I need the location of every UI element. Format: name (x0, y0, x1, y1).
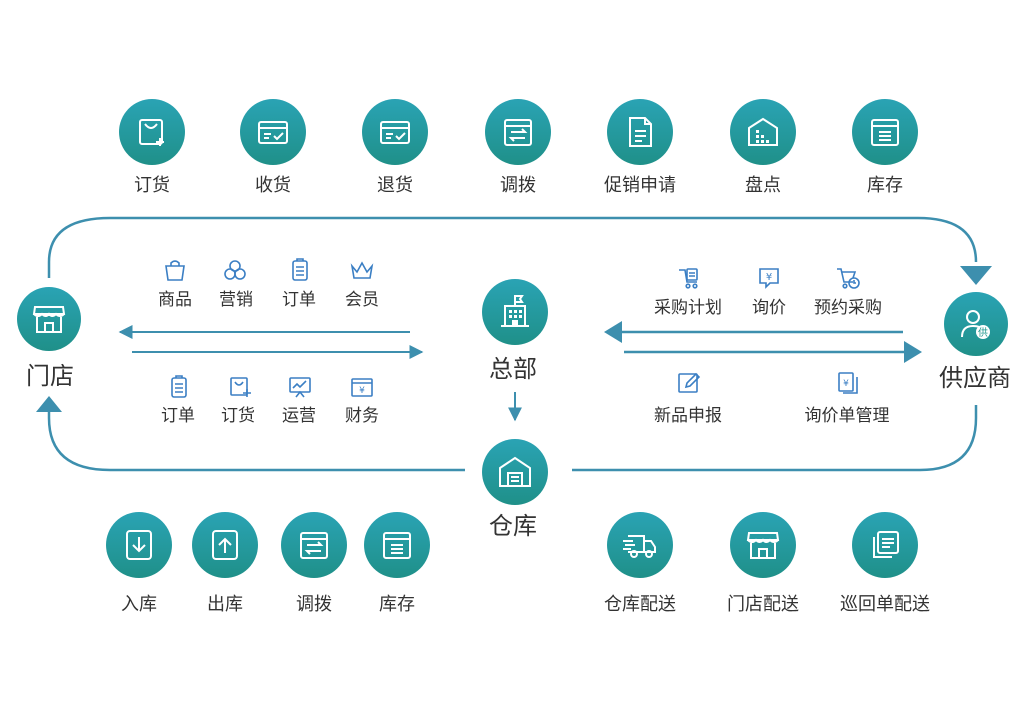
stocktake-circle[interactable] (730, 99, 796, 165)
inventory-bottom-label: 库存 (379, 594, 415, 615)
warehouse-delivery-label: 仓库配送 (604, 594, 676, 615)
outbound-icon (212, 530, 238, 560)
promotion-apply-circle[interactable] (607, 99, 673, 165)
store-delivery-circle[interactable] (730, 512, 796, 578)
outbound-circle[interactable] (192, 512, 258, 578)
warehouse-grid-icon (748, 117, 778, 146)
loop-bottom-arrowhead (36, 396, 62, 412)
store-node-circle[interactable] (17, 287, 81, 351)
order-bottom-label: 订单 (161, 406, 195, 426)
marketing-label: 营销 (219, 290, 253, 310)
transfer-bottom-label: 调拨 (296, 594, 332, 615)
finance-icon: ¥ (349, 375, 375, 399)
finance-label: 财务 (345, 406, 379, 426)
purchase-plan-icon (675, 266, 701, 290)
inbound-label: 入库 (121, 594, 157, 615)
inbound-icon (126, 530, 152, 560)
loop-bottom-right-line (572, 405, 978, 472)
new-product-label: 新品申报 (654, 406, 722, 426)
outbound-label: 出库 (207, 594, 243, 615)
hq-node-label: 总部 (489, 355, 537, 383)
svg-text:¥: ¥ (843, 379, 849, 389)
cart-clock-icon (835, 266, 861, 290)
transfer-box-icon (504, 119, 532, 146)
receive-goods-label: 收货 (255, 175, 291, 196)
return-goods-label: 退货 (377, 175, 413, 196)
hq-node-circle[interactable] (482, 279, 548, 345)
warehouse-node-circle[interactable] (482, 439, 548, 505)
supplier-node-circle[interactable]: 供 (944, 292, 1008, 356)
receive-goods-circle[interactable] (240, 99, 306, 165)
marketing-circles-icon (222, 258, 248, 282)
svg-text:¥: ¥ (766, 272, 772, 283)
box-return-icon (380, 121, 410, 144)
document-icon (629, 117, 652, 147)
transfer-box-icon (300, 532, 328, 559)
loop-bottom-left-line (47, 410, 465, 472)
edit-icon (676, 371, 702, 395)
building-flag-icon (501, 295, 529, 327)
order-goods-circle[interactable] (119, 99, 185, 165)
loop-top-arrowhead (960, 266, 992, 285)
inquiry-label: 询价 (752, 298, 786, 318)
transfer-bottom-circle[interactable] (281, 512, 347, 578)
warehouse-icon (499, 456, 531, 487)
stock-box-icon (383, 532, 411, 559)
purchase-plan-label: 采购计划 (654, 298, 722, 318)
supplier-to-hq-arrowhead (604, 321, 622, 343)
shopping-bag-plus-icon (139, 119, 164, 146)
price-tag-icon: ¥ (756, 266, 782, 290)
loop-top-line (47, 216, 978, 278)
storefront-icon (746, 532, 780, 559)
stocktake-label: 盘点 (745, 175, 781, 196)
supplier-person-icon: 供 (961, 310, 990, 339)
store-node-label: 门店 (26, 362, 74, 390)
operations-label: 运营 (282, 406, 316, 426)
storefront-icon (32, 306, 66, 333)
product-label: 商品 (158, 290, 192, 310)
chart-board-icon (287, 375, 313, 399)
inquiry-sheet-mgmt-label: 询价单管理 (804, 406, 890, 426)
truck-icon (623, 535, 656, 558)
price-docs-icon: ¥ (835, 371, 861, 395)
svg-text:供: 供 (978, 326, 988, 339)
hq-to-supplier-arrowhead (904, 341, 922, 363)
member-label: 会员 (345, 290, 379, 310)
warehouse-delivery-circle[interactable] (607, 512, 673, 578)
inventory-top-circle[interactable] (852, 99, 918, 165)
inbound-circle[interactable] (106, 512, 172, 578)
inventory-bottom-circle[interactable] (364, 512, 430, 578)
order-goods-small-label: 订货 (221, 406, 255, 426)
transfer-top-label: 调拨 (500, 175, 536, 196)
scheduled-purchase-label: 预约采购 (814, 298, 882, 318)
clipboard-icon (166, 375, 192, 399)
svg-text:¥: ¥ (359, 386, 365, 396)
promotion-apply-label: 促销申请 (604, 175, 676, 196)
tour-delivery-circle[interactable] (852, 512, 918, 578)
box-check-icon (258, 121, 288, 144)
stock-box-icon (871, 119, 899, 146)
stacked-pages-icon (873, 531, 899, 558)
bag-icon (162, 258, 188, 282)
tour-delivery-label: 巡回单配送 (840, 594, 930, 615)
store-delivery-label: 门店配送 (727, 594, 799, 615)
return-goods-circle[interactable] (362, 99, 428, 165)
clipboard-icon (287, 258, 313, 282)
warehouse-node-label: 仓库 (489, 512, 537, 540)
order-top-label: 订单 (282, 290, 316, 310)
cart-plus-icon (227, 375, 253, 399)
supplier-node-label: 供应商 (939, 364, 1011, 392)
inventory-top-label: 库存 (867, 175, 903, 196)
order-goods-label: 订货 (134, 175, 170, 196)
transfer-top-circle[interactable] (485, 99, 551, 165)
crown-icon (349, 258, 375, 282)
